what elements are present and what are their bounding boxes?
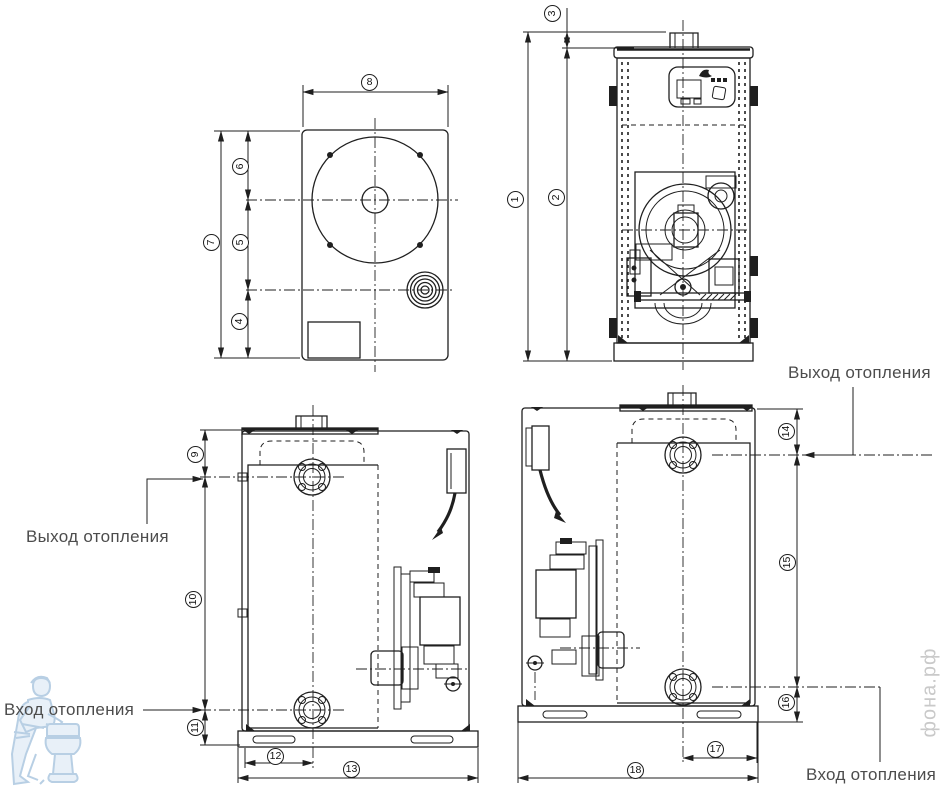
flue-collar bbox=[667, 392, 697, 408]
view-rear-panel bbox=[214, 85, 458, 372]
terminal-box bbox=[446, 448, 467, 494]
gas-valve-assembly bbox=[526, 538, 640, 700]
flue-collar bbox=[669, 32, 699, 48]
heat-exchanger-dome bbox=[259, 440, 365, 465]
dim-marker-18: 18 bbox=[627, 762, 644, 779]
plumber-logo-watermark bbox=[10, 675, 82, 786]
base-plate bbox=[237, 724, 479, 748]
dimension-lines-front-view bbox=[523, 8, 666, 362]
dim-marker-1: 1 bbox=[507, 191, 524, 208]
heating-outlet-label-left: Выход отопления bbox=[26, 527, 169, 546]
gas-valve-assembly bbox=[356, 566, 470, 710]
site-watermark-text: фона.рф bbox=[918, 647, 941, 738]
power-cable bbox=[538, 469, 562, 517]
dim-marker-5: 5 bbox=[232, 234, 249, 251]
dim-marker-7: 7 bbox=[203, 234, 220, 251]
fan-motor bbox=[707, 182, 735, 210]
burner-gun bbox=[370, 650, 404, 686]
dim-marker-17: 17 bbox=[707, 741, 724, 758]
view-side-left bbox=[143, 405, 479, 783]
outlet-leader-line bbox=[803, 387, 854, 459]
gas-valve bbox=[626, 257, 652, 297]
burner-fan-assembly bbox=[626, 171, 751, 325]
outlet-leader-line bbox=[146, 475, 204, 524]
heating-inlet-label-right: Вход отопления bbox=[806, 765, 937, 784]
dim-marker-8: 8 bbox=[361, 74, 378, 91]
dim-marker-14: 14 bbox=[778, 423, 795, 440]
base-plate bbox=[517, 699, 759, 723]
flue-collar bbox=[295, 415, 328, 430]
dimension-lines-left-side bbox=[143, 429, 479, 783]
burner-gun bbox=[597, 631, 625, 669]
dim-marker-2: 2 bbox=[548, 189, 565, 206]
junction-opening bbox=[307, 321, 361, 359]
power-cable bbox=[436, 492, 457, 533]
knob-icon bbox=[711, 85, 727, 101]
dim-marker-6: 6 bbox=[232, 158, 249, 175]
heating-inlet-label-left: Вход отопления bbox=[4, 700, 135, 719]
dim-marker-4: 4 bbox=[231, 313, 248, 330]
dimension-lines-right-side bbox=[517, 387, 935, 783]
view-front bbox=[523, 8, 758, 370]
view-side-right bbox=[517, 385, 935, 783]
dim-marker-13: 13 bbox=[343, 761, 360, 778]
heat-exchanger-dome bbox=[631, 418, 737, 443]
control-panel bbox=[668, 66, 736, 108]
heating-outlet-label-right: Выход отопления bbox=[788, 363, 931, 382]
water-jacket bbox=[617, 442, 751, 704]
dim-marker-9: 9 bbox=[187, 446, 204, 463]
terminal-box bbox=[531, 425, 550, 471]
display bbox=[676, 79, 702, 99]
dim-marker-11: 11 bbox=[187, 719, 204, 736]
dim-marker-12: 12 bbox=[267, 748, 284, 765]
flame-icon bbox=[699, 69, 712, 78]
dim-marker-15: 15 bbox=[779, 554, 796, 571]
dim-marker-10: 10 bbox=[185, 591, 202, 608]
dim-marker-3: 3 bbox=[544, 5, 561, 22]
dimension-lines-rear-view bbox=[214, 85, 449, 359]
dim-marker-16: 16 bbox=[778, 694, 795, 711]
